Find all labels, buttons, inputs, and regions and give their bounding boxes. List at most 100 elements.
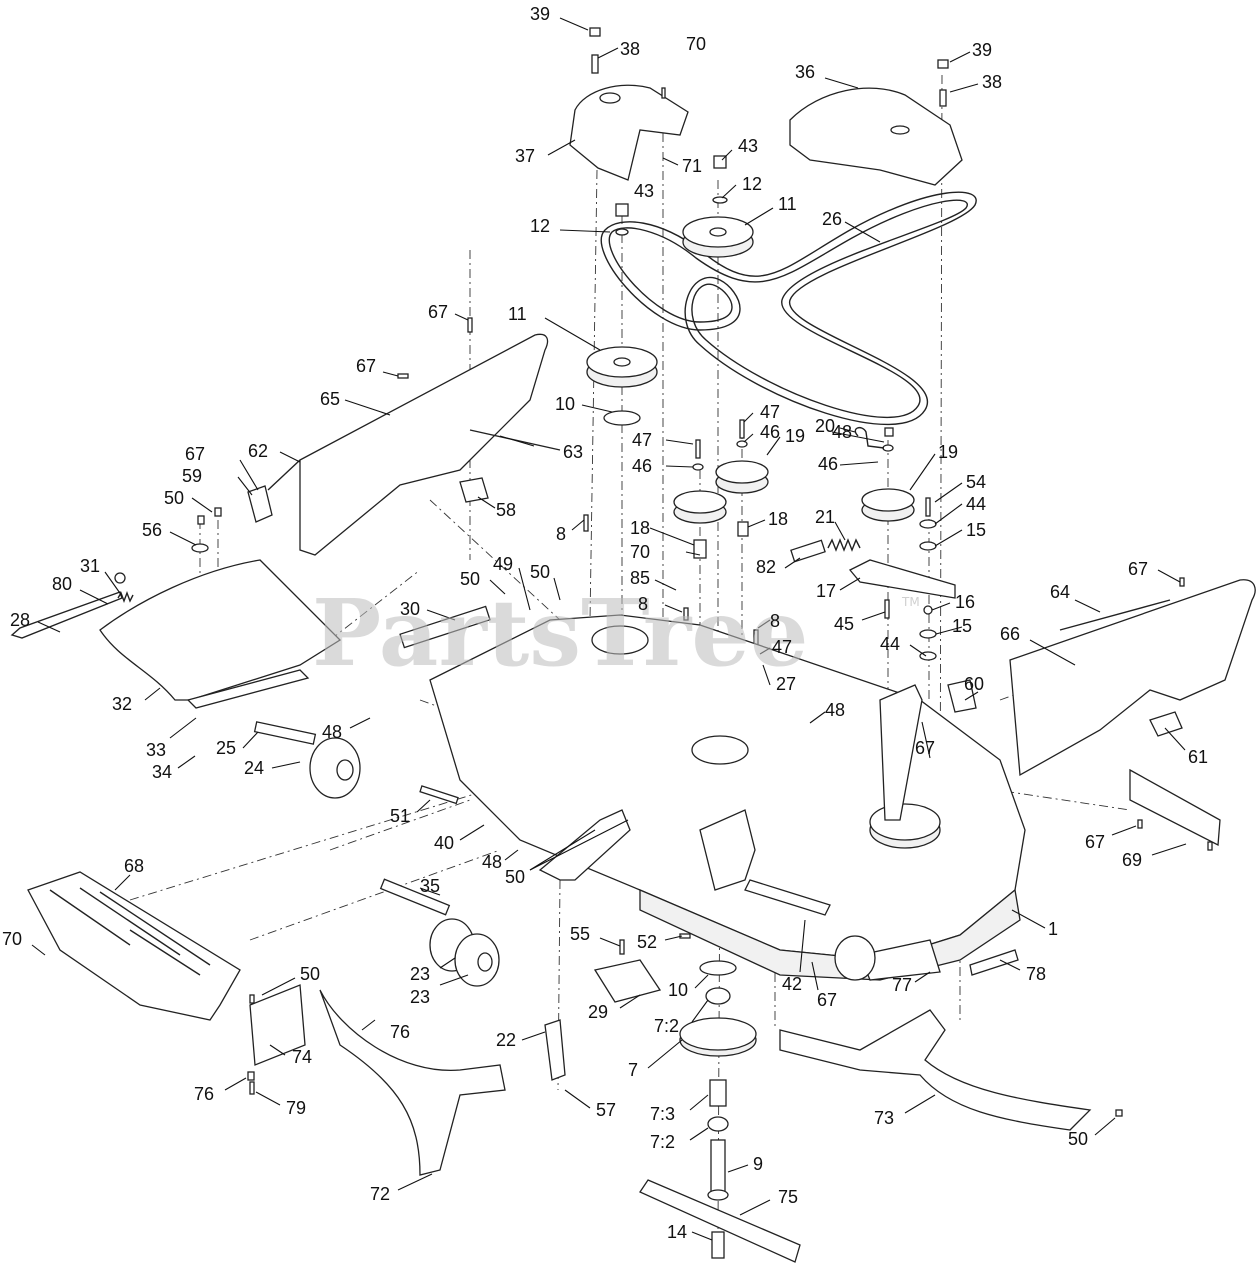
callout-43: 43 [738, 136, 758, 156]
callout-74: 74 [292, 1047, 312, 1067]
callout-23: 23 [410, 964, 430, 984]
left-deflector-shield [99, 559, 342, 701]
callout-45: 45 [834, 614, 854, 634]
spindle-bearing-7-3 [709, 1079, 727, 1107]
callout-20: 20 [815, 416, 835, 436]
callout-75: 75 [778, 1187, 798, 1207]
callout-29: 29 [588, 1002, 608, 1022]
plate-74 [249, 984, 306, 1066]
callout-38: 38 [982, 72, 1002, 92]
watermark-text: PartsTree [312, 579, 808, 687]
callout-24: 24 [244, 758, 264, 778]
anti-scalp-roller-24 [309, 737, 361, 799]
callout-33: 33 [146, 740, 166, 760]
callout-77: 77 [892, 975, 912, 995]
callout-76: 76 [390, 1022, 410, 1042]
callout-50: 50 [530, 562, 550, 582]
callout-39: 39 [972, 40, 992, 60]
callout-54: 54 [966, 472, 986, 492]
callout-30: 30 [400, 599, 420, 619]
callout-80: 80 [52, 574, 72, 594]
callout-7-2: 7:2 [650, 1132, 675, 1152]
callout-23: 23 [410, 987, 430, 1007]
callout-67: 67 [356, 356, 376, 376]
callout-46: 46 [818, 454, 838, 474]
callout-62: 62 [248, 441, 268, 461]
callout-31: 31 [80, 556, 100, 576]
callout-82: 82 [756, 557, 776, 577]
idler-pulley-19-b [673, 490, 727, 524]
callout-48: 48 [482, 852, 502, 872]
baffle-73 [779, 1009, 1092, 1131]
guard-rod-62 [267, 459, 301, 491]
bracket-20 [854, 426, 885, 449]
callout-67: 67 [428, 302, 448, 322]
bolt-25 [253, 721, 317, 745]
callout-48: 48 [322, 722, 342, 742]
callout-67: 67 [1128, 559, 1148, 579]
cutting-blade-75 [639, 1179, 801, 1263]
callout-72: 72 [370, 1184, 390, 1204]
spindle-pulley-center [691, 735, 749, 765]
callout-46: 46 [632, 456, 652, 476]
washer-10 [603, 410, 641, 426]
callout-11: 11 [778, 194, 797, 214]
callout-11: 11 [508, 304, 527, 324]
callout-61: 61 [1188, 747, 1208, 767]
callout-65: 65 [320, 389, 340, 409]
callout-8: 8 [556, 524, 566, 544]
callout-50: 50 [1068, 1129, 1088, 1149]
spacer-7-2-bottom [707, 1116, 729, 1132]
callout-36: 36 [795, 62, 815, 82]
callout-58: 58 [496, 500, 516, 520]
callout-22: 22 [496, 1030, 516, 1050]
callout-85: 85 [630, 568, 650, 588]
callout-10: 10 [668, 980, 688, 1000]
callout-79: 79 [286, 1098, 306, 1118]
callout-8: 8 [638, 594, 648, 614]
callout-73: 73 [874, 1108, 894, 1128]
spring-hook-icon [114, 572, 126, 584]
callout-67: 67 [1085, 832, 1105, 852]
callout-18: 18 [630, 518, 650, 538]
callout-67: 67 [915, 738, 935, 758]
callout-leaders [31, 17, 1187, 1241]
cover-knob-icon [599, 92, 621, 104]
callout-10: 10 [555, 394, 575, 414]
blade-bolt-14 [711, 1231, 725, 1259]
drive-belt [600, 191, 977, 426]
bracket-61 [1149, 711, 1183, 737]
callout-9: 9 [753, 1154, 763, 1174]
callout-37: 37 [515, 146, 535, 166]
callout-27: 27 [776, 674, 796, 694]
callout-44: 44 [966, 494, 986, 514]
callout-70: 70 [686, 34, 706, 54]
callout-17: 17 [816, 581, 836, 601]
callout-25: 25 [216, 738, 236, 758]
callout-50: 50 [300, 964, 320, 984]
pad-29 [593, 959, 662, 1003]
callout-12: 12 [530, 216, 550, 236]
callout-51: 51 [390, 806, 410, 826]
step-slots [49, 887, 211, 976]
callout-40: 40 [434, 833, 454, 853]
roller-23-b [454, 933, 500, 987]
callout-7-3: 7:3 [650, 1104, 675, 1124]
callout-19: 19 [785, 426, 805, 446]
callout-16: 16 [955, 592, 975, 612]
callout-labels: 39 38 70 37 71 43 12 11 26 36 39 38 43 1… [2, 4, 1208, 1242]
bracket-22 [544, 1019, 566, 1081]
bracket-33 [186, 669, 310, 709]
pulley-11-lower [586, 346, 658, 388]
callout-49: 49 [493, 554, 513, 574]
bracket-59 [247, 485, 273, 523]
hardware-fasteners [191, 27, 1213, 1117]
axle-30 [399, 605, 491, 649]
spindle-shaft-9 [710, 1139, 726, 1196]
callout-69: 69 [1122, 850, 1142, 870]
shaft-flange-icon [707, 1189, 729, 1201]
right-belt-cover [789, 87, 963, 186]
idler-pulley-19-a [715, 460, 769, 494]
callout-56: 56 [142, 520, 162, 540]
